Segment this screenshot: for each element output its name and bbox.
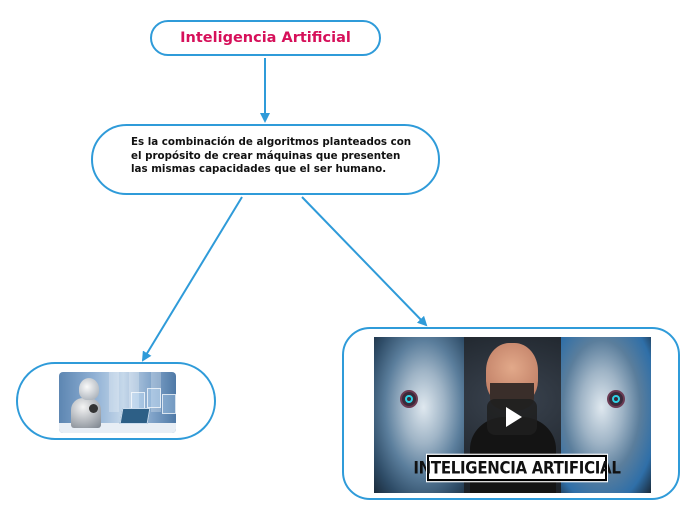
arrow-definition-to-video	[301, 196, 428, 327]
video-thumbnail[interactable]: INTELIGENCIA ARTIFICIAL	[374, 337, 651, 493]
play-icon	[506, 407, 522, 427]
play-button[interactable]	[487, 399, 537, 435]
image-node[interactable]	[16, 362, 216, 440]
definition-text: Es la combinación de algoritmos plantead…	[131, 136, 412, 176]
video-node[interactable]: INTELIGENCIA ARTIFICIAL	[342, 327, 680, 500]
thumbnail-caption: INTELIGENCIA ARTIFICIAL	[413, 453, 621, 483]
title-node[interactable]: Inteligencia Artificial	[150, 20, 381, 56]
arrow-definition-to-image	[141, 196, 243, 362]
definition-node[interactable]: Es la combinación de algoritmos plantead…	[91, 124, 440, 195]
title-text: Inteligencia Artificial	[180, 30, 351, 46]
robot-laptop-image	[59, 372, 176, 433]
